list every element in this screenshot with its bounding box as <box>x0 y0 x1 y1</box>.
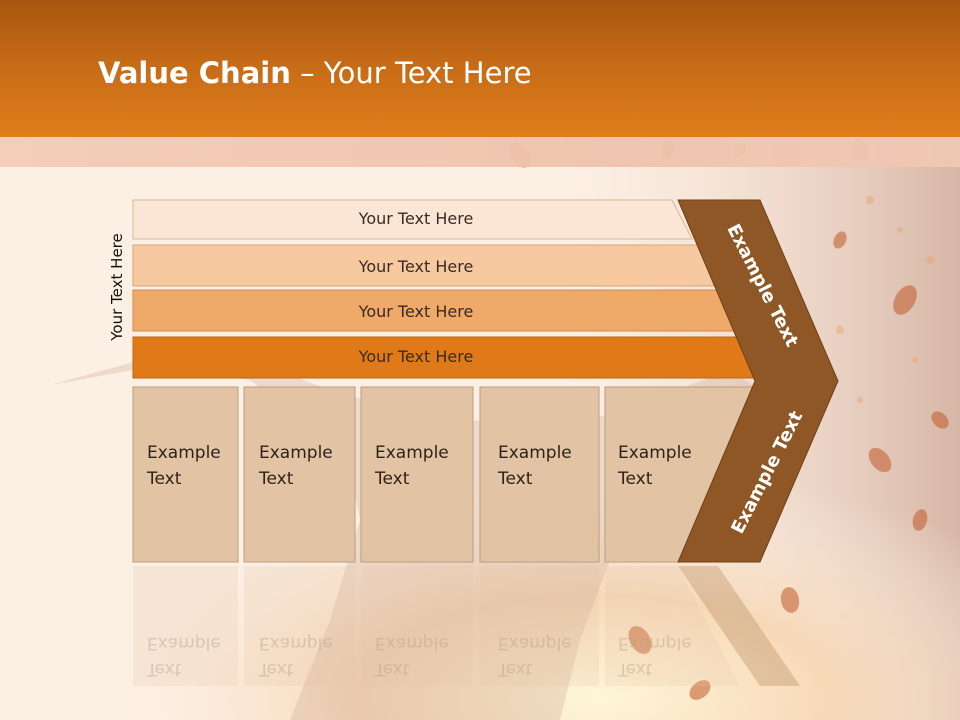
column-reflection-1-line2: Text <box>147 659 182 679</box>
header-bar <box>0 0 960 137</box>
row-label-2: Your Text Here <box>358 257 474 276</box>
column-reflection-4-line1: Example <box>498 633 572 653</box>
column-box-2[interactable] <box>243 386 356 563</box>
column-label-2-line2: Text <box>259 469 294 489</box>
column-reflection-5: Text Example <box>618 630 692 682</box>
header-band <box>0 137 960 167</box>
column-reflection-3-line2: Text <box>375 659 410 679</box>
title-rest: – Your Text Here <box>290 56 532 90</box>
column-reflection-5-line1: Example <box>618 633 692 653</box>
column-label-5-line1: Example <box>618 443 692 463</box>
column-reflection-5-line2: Text <box>618 659 653 679</box>
column-reflection-2-line2: Text <box>259 659 294 679</box>
column-label-4-line2: Text <box>498 469 533 489</box>
column-label-3-line1: Example <box>375 443 449 463</box>
row-bar-1[interactable] <box>132 199 693 240</box>
column-reflection-3: Text Example <box>375 630 449 682</box>
column-label-2-line1: Example <box>259 443 333 463</box>
column-label-3-line2: Text <box>375 469 410 489</box>
column-reflection-1: Text Example <box>147 630 221 682</box>
column-reflection-1-line1: Example <box>147 633 221 653</box>
title-bold: Value Chain <box>98 56 291 90</box>
column-box-4[interactable] <box>479 386 600 563</box>
slide-title: Value Chain – Your Text Here <box>98 56 532 90</box>
side-label: Your Text Here <box>108 233 126 341</box>
column-reflection-4-line2: Text <box>498 659 533 679</box>
row-label-3: Your Text Here <box>358 302 474 321</box>
column-box-1[interactable] <box>132 386 239 563</box>
column-reflection-4: Text Example <box>498 630 572 682</box>
row-label-4: Your Text Here <box>358 347 474 366</box>
column-label-4-line1: Example <box>498 443 572 463</box>
column-box-3[interactable] <box>360 386 474 563</box>
column-reflection-2: Text Example <box>259 630 333 682</box>
chevron-arrow[interactable] <box>677 199 839 563</box>
column-label-1-line2: Text <box>147 469 182 489</box>
row-label-1: Your Text Here <box>358 209 474 228</box>
column-label-5-line2: Text <box>618 469 653 489</box>
column-label-1-line1: Example <box>147 443 221 463</box>
column-reflection-2-line1: Example <box>259 633 333 653</box>
column-reflection-3-line1: Example <box>375 633 449 653</box>
